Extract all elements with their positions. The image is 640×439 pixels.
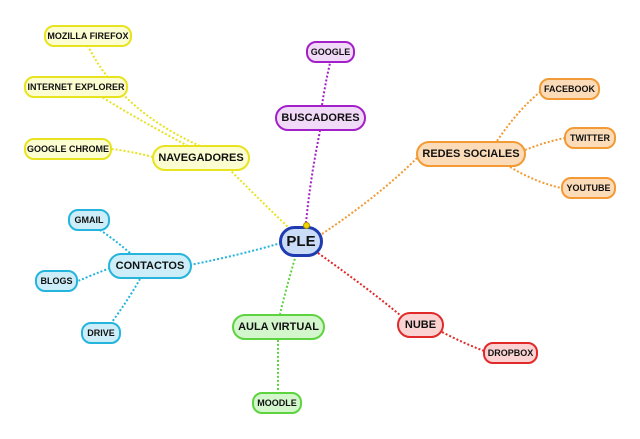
navegadores-branch[interactable]: NAVEGADORES	[152, 145, 250, 171]
redes-sociales-branch[interactable]: REDES SOCIALES	[416, 141, 526, 167]
ple-root-node[interactable]: PLE	[279, 226, 323, 257]
google-chrome-leaf[interactable]: GOOGLE CHROME	[24, 138, 112, 160]
link-redes-facebook	[496, 91, 541, 142]
node-handle[interactable]	[303, 222, 310, 229]
link-contactos-gmail	[99, 229, 131, 254]
link-ple-navegadores	[229, 169, 294, 233]
link-redes-youtube	[509, 166, 562, 189]
drive-leaf[interactable]: DRIVE	[81, 322, 121, 344]
moodle-leaf[interactable]: MOODLE	[252, 392, 302, 414]
link-ple-buscadores	[305, 130, 321, 224]
internet-explorer-leaf[interactable]: INTERNET EXPLORER	[24, 76, 128, 98]
mozilla-firefox-leaf[interactable]: MOZILLA FIREFOX	[44, 25, 132, 47]
buscadores-branch[interactable]: BUSCADORES	[275, 105, 366, 131]
blogs-leaf[interactable]: BLOGS	[35, 270, 78, 292]
link-ple-redes	[321, 157, 418, 235]
nube-branch[interactable]: NUBE	[397, 312, 444, 338]
link-contactos-blogs	[77, 267, 111, 282]
gmail-leaf[interactable]: GMAIL	[68, 209, 110, 231]
link-navegadores-explorer	[101, 96, 189, 147]
youtube-leaf[interactable]: YOUTUBE	[561, 177, 616, 199]
contactos-branch[interactable]: CONTACTOS	[108, 253, 192, 279]
aula-virtual-branch[interactable]: AULA VIRTUAL	[232, 314, 325, 340]
dropbox-leaf[interactable]: DROPBOX	[483, 342, 538, 364]
google-leaf[interactable]: GOOGLE	[306, 41, 355, 63]
link-nube-dropbox	[441, 331, 488, 353]
link-ple-aula	[279, 254, 297, 315]
link-navegadores-mozilla	[87, 45, 201, 147]
link-ple-contactos	[189, 242, 282, 266]
link-navegadores-chrome	[110, 148, 154, 158]
link-contactos-drive	[111, 278, 141, 323]
facebook-leaf[interactable]: FACEBOOK	[539, 78, 600, 100]
link-redes-twitter	[524, 137, 566, 151]
link-buscadores-google	[321, 62, 331, 106]
link-ple-nube	[317, 252, 401, 316]
twitter-leaf[interactable]: TWITTER	[564, 127, 616, 149]
